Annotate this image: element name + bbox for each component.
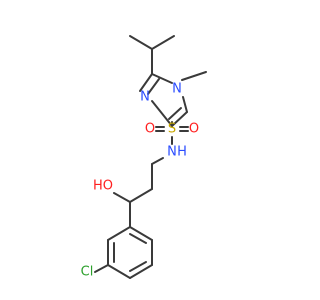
atom-oh-label: HO (93, 179, 113, 194)
bond-ipr-ch-me-right (151, 35, 175, 50)
atom-cl-label: Cl (81, 265, 94, 280)
bond-n1-c5 (182, 96, 188, 113)
bond-c5-c4 (171, 111, 188, 127)
bond-n-ch2 (151, 157, 164, 165)
bond-c2-n3-double (147, 78, 160, 95)
bond-ar-6-1-double (129, 233, 147, 244)
bond-c2-n3 (139, 73, 153, 92)
bond-ipr-ch-me-left (129, 35, 153, 50)
bond-ar-6-1 (129, 226, 153, 241)
bond-ar-4-5 (129, 264, 153, 279)
atom-nh-h-label: H (177, 145, 187, 160)
atom-n3-label: N (140, 90, 150, 105)
bond-ch2-choh (129, 188, 153, 203)
bond-n1-methyl (181, 71, 207, 81)
atom-n1-label: N (172, 82, 182, 97)
bond-ar-3-4 (107, 264, 131, 279)
bond-ar-1-2 (107, 226, 131, 241)
bond-c2-n1 (151, 73, 173, 84)
atom-o-right-label: O (189, 122, 199, 137)
bond-choh-oh (113, 192, 131, 203)
atom-o-left-label: O (145, 122, 155, 137)
bond-c4-n3 (151, 100, 173, 127)
molecule-structure-canvas: N N S O O N H HO Cl (81, 35, 207, 280)
atom-nh-n-label: N (167, 145, 177, 160)
bond-c5-c4-double (168, 107, 182, 120)
bond-ar-4-5-double (129, 261, 147, 272)
bond-ar-cl (94, 264, 109, 273)
atom-s-label: S (168, 122, 176, 137)
